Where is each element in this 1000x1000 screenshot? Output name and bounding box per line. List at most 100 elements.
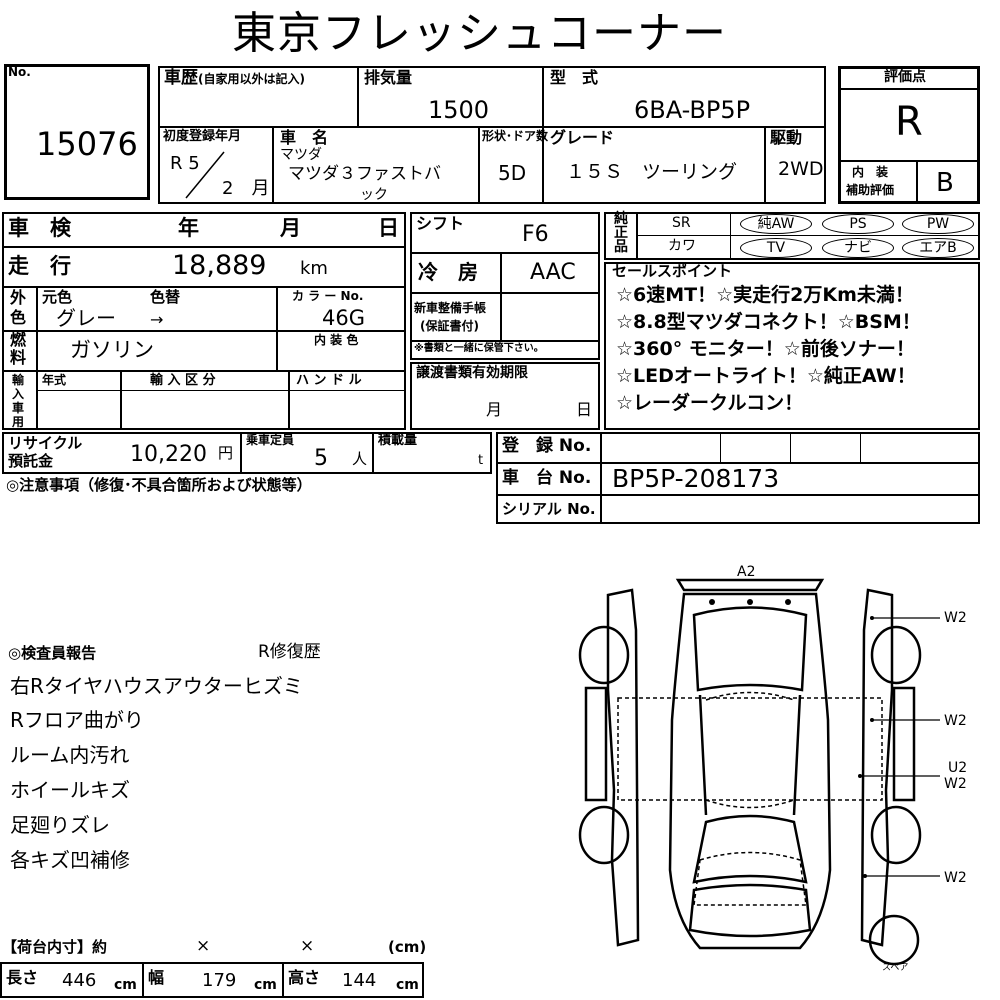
sales-line-5: ☆レーダークルコン！ — [616, 392, 804, 414]
rear-window-shape — [692, 606, 808, 692]
capacity-unit: 人 — [352, 450, 368, 468]
inspector-label: ◎検査員報告 — [8, 644, 97, 662]
cargo-x2: × — [300, 936, 315, 956]
displacement-value: 1500 — [428, 96, 490, 124]
inspection-day: 日 — [378, 216, 399, 240]
code-u2: U2 — [948, 760, 967, 776]
length-unit: cm — [114, 977, 137, 993]
wheel-rear-right — [870, 625, 922, 685]
dimension-row — [0, 962, 424, 998]
equip-label-2: 正 — [614, 225, 628, 241]
model-value: 6BA-BP5P — [634, 96, 751, 124]
recycle-row — [2, 432, 492, 474]
grade-label: グレード — [550, 128, 615, 147]
doors-value: 5D — [498, 161, 527, 185]
mileage-value: 18,889 — [172, 250, 267, 281]
import-class-label: 輸 入 区 分 — [150, 373, 216, 388]
import-handle-label: ハ ン ド ル — [296, 373, 362, 388]
chassis-value: BP5P-208173 — [612, 464, 780, 493]
height-label: 高さ — [288, 968, 321, 987]
grade-value: １５Ｓ ツーリング — [566, 161, 738, 183]
capacity-value: 5 — [314, 446, 328, 471]
recycle-label-1: リサイクル — [8, 434, 83, 452]
car-name-label: 車 名 — [280, 128, 329, 147]
change-color-label: 色替 — [150, 288, 181, 306]
shift-label: シフト — [416, 214, 465, 233]
car-body-shape — [668, 592, 832, 950]
warranty-label-2: (保証書付) — [420, 319, 479, 333]
mid-center-grid — [410, 212, 600, 360]
wheel-front-left — [578, 805, 630, 865]
inspector-line-2: Rフロア曲がり — [10, 708, 144, 732]
history-label: 車歴(自家用以外は記入) — [164, 68, 305, 88]
windshield-shape — [692, 814, 808, 884]
width-unit: cm — [254, 977, 277, 993]
car-name-1: マツダ３ファストバ — [288, 164, 441, 184]
import-label-2: 入 — [12, 387, 25, 401]
first-reg-slash — [185, 151, 225, 199]
serial-label: シリアル No. — [502, 500, 596, 518]
orig-color-label: 元色 — [42, 288, 73, 306]
equip-tv: TV — [740, 238, 812, 258]
transfer-month: 月 — [486, 400, 503, 419]
model-label: 型 式 — [550, 68, 599, 87]
displacement-label: 排気量 — [364, 68, 413, 87]
sales-line-2: ☆8.8型マツダコネクト！☆BSM！ — [616, 311, 921, 333]
first-reg-label: 初度登録年月 — [163, 129, 242, 144]
ac-value: AAC — [530, 260, 576, 285]
mid-left-grid — [2, 212, 406, 430]
inspector-line-4: ホイールキズ — [10, 778, 130, 802]
width-value: 179 — [202, 970, 237, 991]
inspection-month: 月 — [280, 216, 301, 240]
cargo-x1: × — [196, 936, 211, 956]
code-w2-rear: W2 — [944, 610, 967, 626]
rating-label: 評価点 — [884, 69, 926, 85]
chassis-label: 車 台 No. — [502, 468, 592, 488]
transfer-label: 譲渡書類有効期限 — [416, 365, 528, 381]
interior-label-2: 補助評価 — [846, 183, 895, 197]
car-name-2: ック — [360, 187, 388, 203]
rating-box — [838, 66, 980, 204]
inspector-repair: R修復歴 — [258, 642, 321, 662]
registration-grid — [496, 432, 980, 524]
color-arrow: → — [150, 310, 164, 329]
wheel-rear-left — [578, 625, 630, 685]
shift-value: F6 — [522, 222, 549, 247]
spare-label: スペア — [882, 963, 908, 973]
equipment-grid — [604, 212, 980, 260]
load-unit: t — [478, 453, 484, 468]
number-label: No. — [8, 65, 31, 79]
capacity-label: 乗車定員 — [246, 433, 295, 447]
code-a2: A2 — [737, 564, 755, 580]
sales-point-label: セールスポイント — [612, 262, 733, 280]
transfer-day: 日 — [576, 400, 593, 419]
top-grid — [158, 66, 826, 204]
wheel-front-right — [870, 805, 922, 865]
spare-tire-shape — [868, 914, 920, 966]
registration-label: 登 録 No. — [502, 436, 592, 456]
orig-color-value: グレー — [56, 306, 116, 330]
load-label: 積載量 — [378, 433, 418, 448]
import-label-3: 車 — [12, 401, 25, 415]
first-reg-month: 2 月 — [222, 178, 270, 199]
mileage-unit: km — [300, 258, 328, 279]
rear-bumper-shape — [675, 578, 825, 592]
left-side-panel — [606, 588, 640, 947]
drive-label: 駆動 — [770, 128, 803, 147]
color-code-value: 46G — [322, 306, 365, 330]
equip-alloy-wheel: 純AW — [740, 214, 812, 234]
car-damage-diagram: A2 W2 W2 U2 W2 W2 スペア — [578, 564, 967, 973]
color-code-label: カ ラ ー No. — [292, 289, 364, 303]
equip-airbag: エアB — [902, 238, 974, 258]
recycle-unit: 円 — [218, 444, 234, 462]
fuel-label-1: 燃 — [10, 330, 27, 349]
length-label: 長さ — [6, 968, 39, 987]
equip-label-1: 純 — [614, 211, 628, 227]
equip-label-3: 品 — [614, 239, 628, 255]
color-label-2: 色 — [10, 308, 27, 327]
sales-point-box — [604, 262, 980, 430]
inspection-label: 車 検 — [8, 216, 71, 240]
transfer-box — [410, 362, 600, 430]
inspector-line-5: 足廻りズレ — [10, 813, 110, 837]
fuel-value: ガソリン — [70, 338, 154, 362]
